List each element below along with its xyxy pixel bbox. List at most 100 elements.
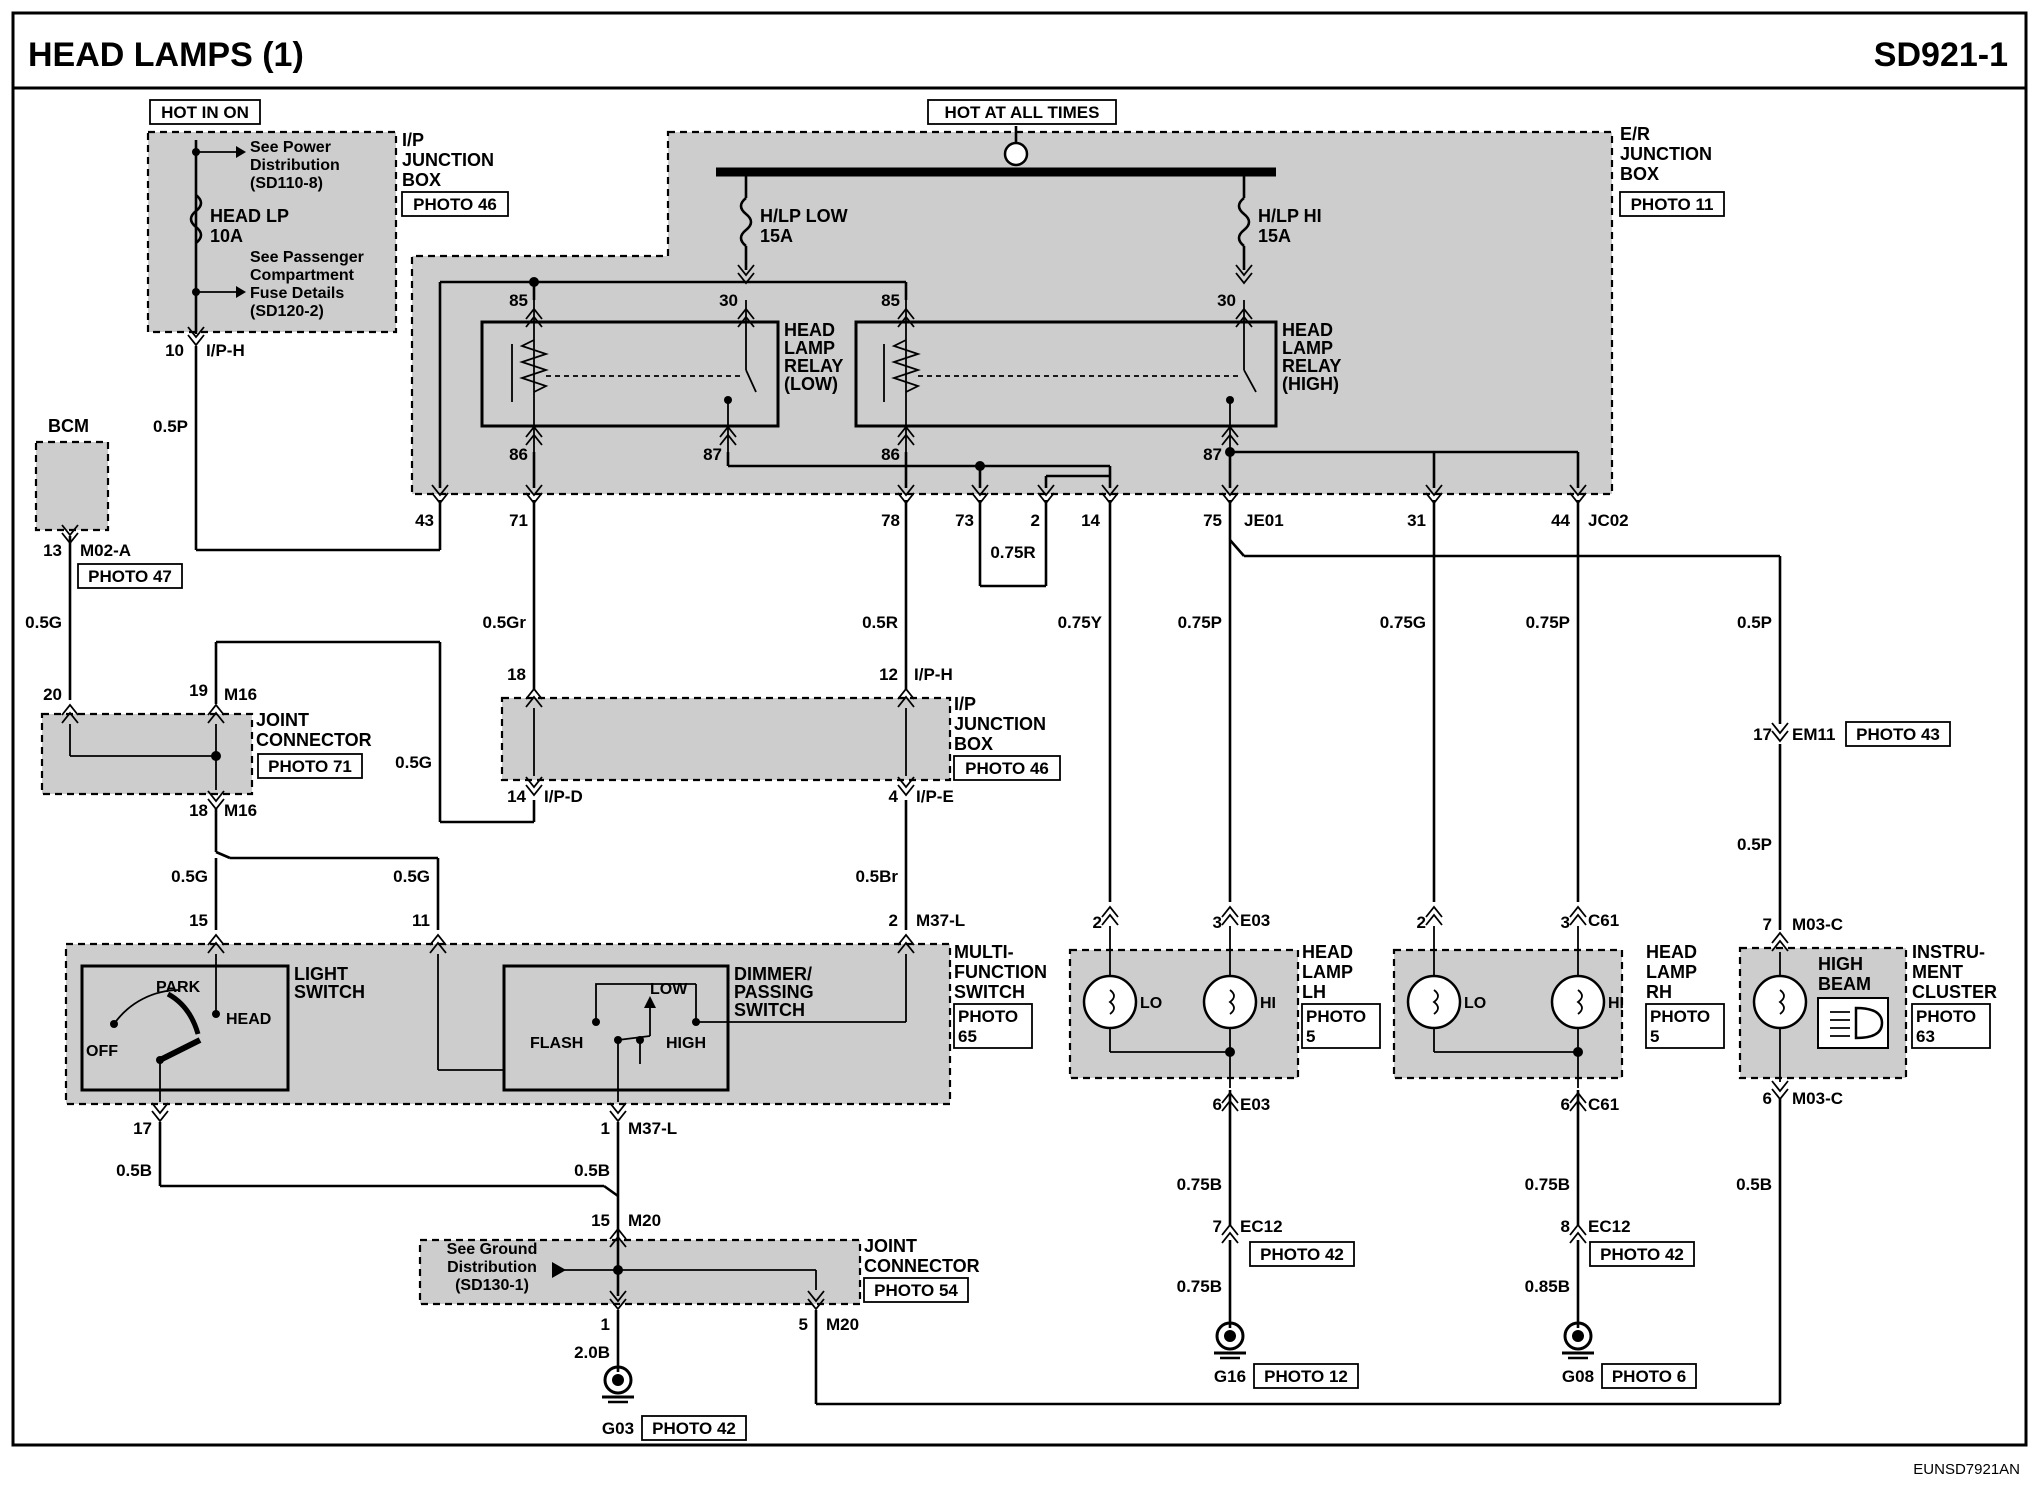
ms-label-3: SWITCH: [954, 982, 1025, 1002]
lamp-lh-pin3: 3: [1213, 913, 1222, 932]
ground-g16: G16: [1214, 1367, 1246, 1386]
m20-pin5: 5: [799, 1315, 808, 1334]
joint-m16-conn-bot: M16: [224, 801, 257, 820]
dimmer-label-2: PASSING: [734, 982, 814, 1002]
joint-m16-label-1: JOINT: [256, 710, 309, 730]
relay-low-label-4: (LOW): [784, 374, 838, 394]
joint-m16-label-2: CONNECTOR: [256, 730, 372, 750]
wire-label: 0.5B: [1736, 1175, 1772, 1194]
wire-label: 0.5Gr: [483, 613, 527, 632]
er-pin-78: 78: [881, 511, 900, 530]
ip-fuse-see-pass-2: Compartment: [250, 267, 355, 284]
lamp-rh-pin6: 6: [1561, 1095, 1570, 1114]
ms-conn-top: M37-L: [916, 911, 965, 930]
er-pin-31: 31: [1407, 511, 1426, 530]
wire-label: 0.5P: [153, 417, 188, 436]
m20-photo: PHOTO 54: [874, 1281, 958, 1300]
m20-see-2: Distribution: [447, 1259, 537, 1276]
page-code: SD921-1: [1874, 36, 2008, 74]
m20-pin1: 1: [601, 1315, 610, 1334]
footer-code: EUNSD7921AN: [1913, 1461, 2020, 1478]
cluster-label-3: CLUSTER: [1912, 982, 1997, 1002]
ms-pin17: 17: [133, 1119, 152, 1138]
joint-m16-pin20: 20: [43, 685, 62, 704]
lamp-rh-conn-top: C61: [1588, 911, 1619, 930]
lamp-rh-ec-pin: 8: [1561, 1217, 1570, 1236]
lamp-lh-photo-2: 5: [1306, 1027, 1315, 1046]
lamp-rh-photo-2: 5: [1650, 1027, 1659, 1046]
lamp-lh-label-3: LH: [1302, 982, 1326, 1002]
ip-box2-zone: [500, 696, 952, 782]
er-pin-44: 44: [1551, 511, 1570, 530]
lamp-rh-pin3: 3: [1561, 913, 1570, 932]
ip-box-label-2: JUNCTION: [402, 150, 494, 170]
wire-label: 0.85B: [1525, 1277, 1570, 1296]
cluster-conn-top: M03-C: [1792, 915, 1843, 934]
lamp-lh-ec-pin: 7: [1213, 1217, 1222, 1236]
m20-label-1: JOINT: [864, 1236, 917, 1256]
relay-low-label-1: HEAD: [784, 320, 835, 340]
ms-pin1: 1: [601, 1119, 610, 1138]
er-box-zone: [410, 130, 1614, 496]
bcm-zone: [34, 440, 110, 532]
cluster-conn-bot: M03-C: [1792, 1089, 1843, 1108]
dimmer-label-3: SWITCH: [734, 1000, 805, 1020]
em11-conn: EM11: [1792, 725, 1835, 744]
ip-box2-pin14: 14: [507, 787, 526, 806]
lamp-rh-pin2: 2: [1417, 913, 1426, 932]
ms-pin11: 11: [412, 911, 430, 930]
relay-high-pin-87: 87: [1203, 445, 1222, 464]
lamp-rh-ec-conn: EC12: [1588, 1217, 1631, 1236]
ip-box2-conn-d: I/P-D: [544, 787, 583, 806]
wire-label: 0.75Y: [1058, 613, 1103, 632]
joint-m16-pin19: 19: [189, 681, 208, 700]
lamp-rh-photo-1: PHOTO: [1650, 1007, 1710, 1026]
bcm-label: BCM: [48, 416, 89, 436]
relay-high-pin-85: 85: [881, 291, 900, 310]
ground-g03: G03: [602, 1419, 634, 1438]
ip-box2-conn-e: I/P-E: [916, 787, 954, 806]
instrument-cluster: [1752, 932, 1889, 1100]
ms-label-1: MULTI-: [954, 942, 1014, 962]
ms-pin15: 15: [189, 911, 208, 930]
ip-box2-pin18: 18: [507, 665, 526, 684]
m20-pin15: 15: [591, 1211, 610, 1230]
light-switch-park: PARK: [156, 979, 201, 996]
ip-fuse-zone: [146, 130, 398, 334]
multi-function-switch: [80, 934, 915, 1122]
m20-see-3: (SD130-1): [455, 1277, 529, 1294]
lamp-lh-label-1: HEAD: [1302, 942, 1353, 962]
wires: [68, 346, 1782, 1406]
head-lamp-rh: [1406, 906, 1606, 1360]
relay-high-pin-86: 86: [881, 445, 900, 464]
bcm-conn: M02-A: [80, 541, 131, 560]
joint-connector-m16: [61, 704, 225, 810]
lamp-lh-ec-photo: PHOTO 42: [1260, 1245, 1344, 1264]
cluster-beam-1: HIGH: [1818, 954, 1863, 974]
wire-label: 0.75B: [1177, 1277, 1222, 1296]
lamp-rh-conn-bot: C61: [1588, 1095, 1619, 1114]
ip-fuse-see-pass-1: See Passenger: [250, 249, 364, 266]
cluster-label-2: MENT: [1912, 962, 1963, 982]
fuse-low-name: H/LP LOW: [760, 206, 848, 226]
ip-fuse-see-pass-4: (SD120-2): [250, 303, 324, 320]
lamp-rh-label-1: HEAD: [1646, 942, 1697, 962]
wire-label: 0.5G: [393, 867, 430, 886]
cluster-label-1: INSTRU-: [1912, 942, 1985, 962]
ms-photo-2: 65: [958, 1027, 977, 1046]
ip-box2-conn-top: I/P-H: [914, 665, 953, 684]
joint-m16-photo: PHOTO 71: [268, 757, 352, 776]
light-switch-label-1: LIGHT: [294, 964, 348, 984]
bcm-pin: 13: [43, 541, 62, 560]
ip-box2-label-1: I/P: [954, 694, 976, 714]
joint-connector-m20: [552, 1228, 825, 1404]
dimmer-low: LOW: [650, 981, 688, 998]
relay-high-label-3: RELAY: [1282, 356, 1341, 376]
ground-g08: G08: [1562, 1367, 1594, 1386]
relay-high-pin-30: 30: [1217, 291, 1236, 310]
wire-label: 0.75B: [1525, 1175, 1570, 1194]
ms-conn-bot: M37-L: [628, 1119, 677, 1138]
er-pin-73: 73: [955, 511, 974, 530]
joint-m16-pin18: 18: [189, 801, 208, 820]
